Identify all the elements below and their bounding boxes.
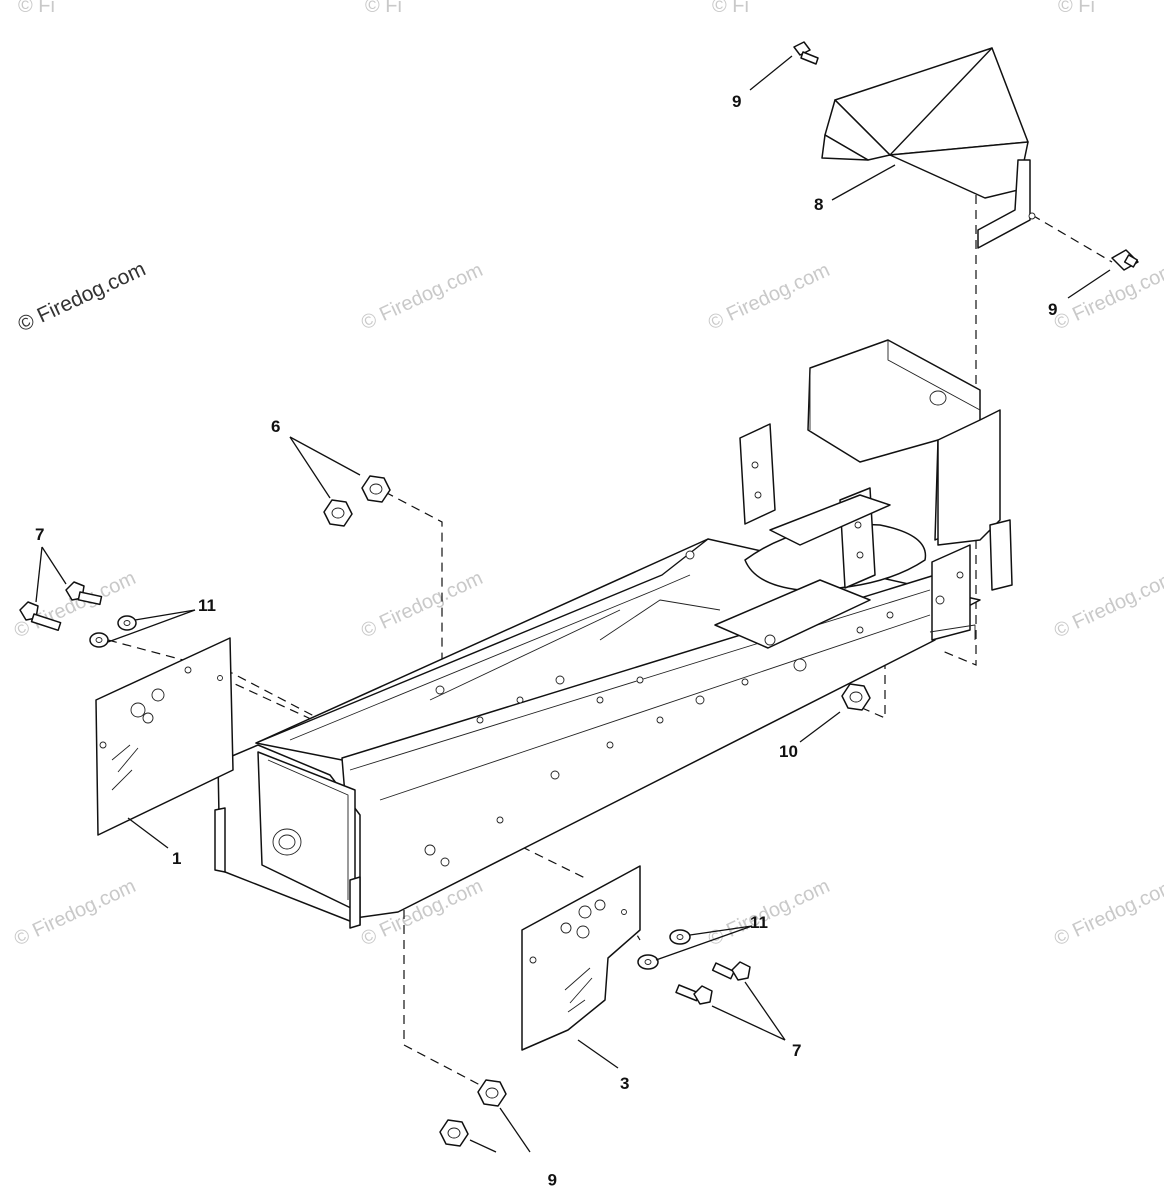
watermark-top-edge: © Fi — [712, 0, 749, 17]
watermark-top-edge: © Fi — [365, 0, 402, 17]
part-9-screw-right — [1111, 249, 1139, 271]
watermark-top-edge: © Fi — [18, 0, 55, 17]
part-11-washer-left-a — [117, 615, 137, 631]
part-10-nut — [841, 683, 871, 711]
callout-9-top: 9 — [732, 92, 741, 111]
part-11-washer-right-a — [669, 929, 691, 945]
callout-7-right: 7 — [792, 1041, 801, 1060]
watermark-tile: © Firedog.com — [358, 567, 486, 642]
part-11-washer-left-b — [89, 632, 109, 648]
part-11-washer-right-b — [637, 954, 659, 970]
callout-9-right: 9 — [1048, 300, 1057, 319]
watermark-tile: © Firedog.com — [11, 875, 139, 950]
frame-mid-plate — [714, 579, 871, 649]
frame-holes — [424, 461, 964, 867]
watermark-tile: © Firedog.com — [1051, 567, 1164, 642]
callout-labels: 9 8 9 6 7 11 1 10 11 7 3 6 — [35, 92, 1057, 1189]
main-frame — [214, 339, 1013, 929]
watermark-tile: © Firedog.com — [705, 259, 833, 334]
part-7-bolt-right-a — [711, 961, 751, 981]
part-7-bolt-left-b — [19, 601, 62, 632]
part-7-bolt-right-b — [675, 984, 713, 1005]
part-6-nut-bottom-a — [477, 1079, 507, 1107]
callout-10: 10 — [779, 742, 798, 761]
watermark-tile: © Firedog.com — [358, 259, 486, 334]
part-9-screw-top — [793, 41, 819, 65]
watermark-tile: © Firedog.com — [705, 875, 833, 950]
watermark-tile: © Firedog.com — [1051, 259, 1164, 334]
frame-rear-bracket — [931, 544, 971, 641]
watermark-tile: © Firedog.com — [1051, 875, 1164, 950]
frame-rear-tower — [807, 339, 981, 541]
part-3-side-plate — [521, 865, 641, 1051]
part-7-bolt-left-a — [65, 581, 103, 606]
part-1-side-plate — [95, 637, 234, 836]
callout-8: 8 — [814, 195, 823, 214]
watermark-top-edge: © Fi — [1058, 0, 1095, 17]
frame-bracket-left — [739, 423, 776, 525]
part-6-nut-bottom-b — [439, 1119, 469, 1147]
part-6-nut-top-a — [361, 475, 391, 503]
frame-rear-latch — [989, 519, 1013, 591]
frame-rear-tower-side — [937, 409, 1001, 546]
frame-rear-opening — [744, 523, 927, 591]
callout-6-bottom: 6 — [548, 1170, 557, 1189]
callout-6-top: 6 — [271, 417, 280, 436]
callout-1: 1 — [172, 849, 181, 868]
leader-lines — [35, 55, 1111, 1153]
watermark-main: © Firedog.com — [14, 257, 149, 336]
callout-11-right: 11 — [750, 913, 768, 932]
callout-7-left: 7 — [35, 525, 44, 544]
callout-11-left: 11 — [198, 596, 216, 615]
part-6-nut-top-b — [323, 499, 353, 527]
part-8-shield — [821, 47, 1036, 249]
callout-3: 3 — [620, 1074, 629, 1093]
